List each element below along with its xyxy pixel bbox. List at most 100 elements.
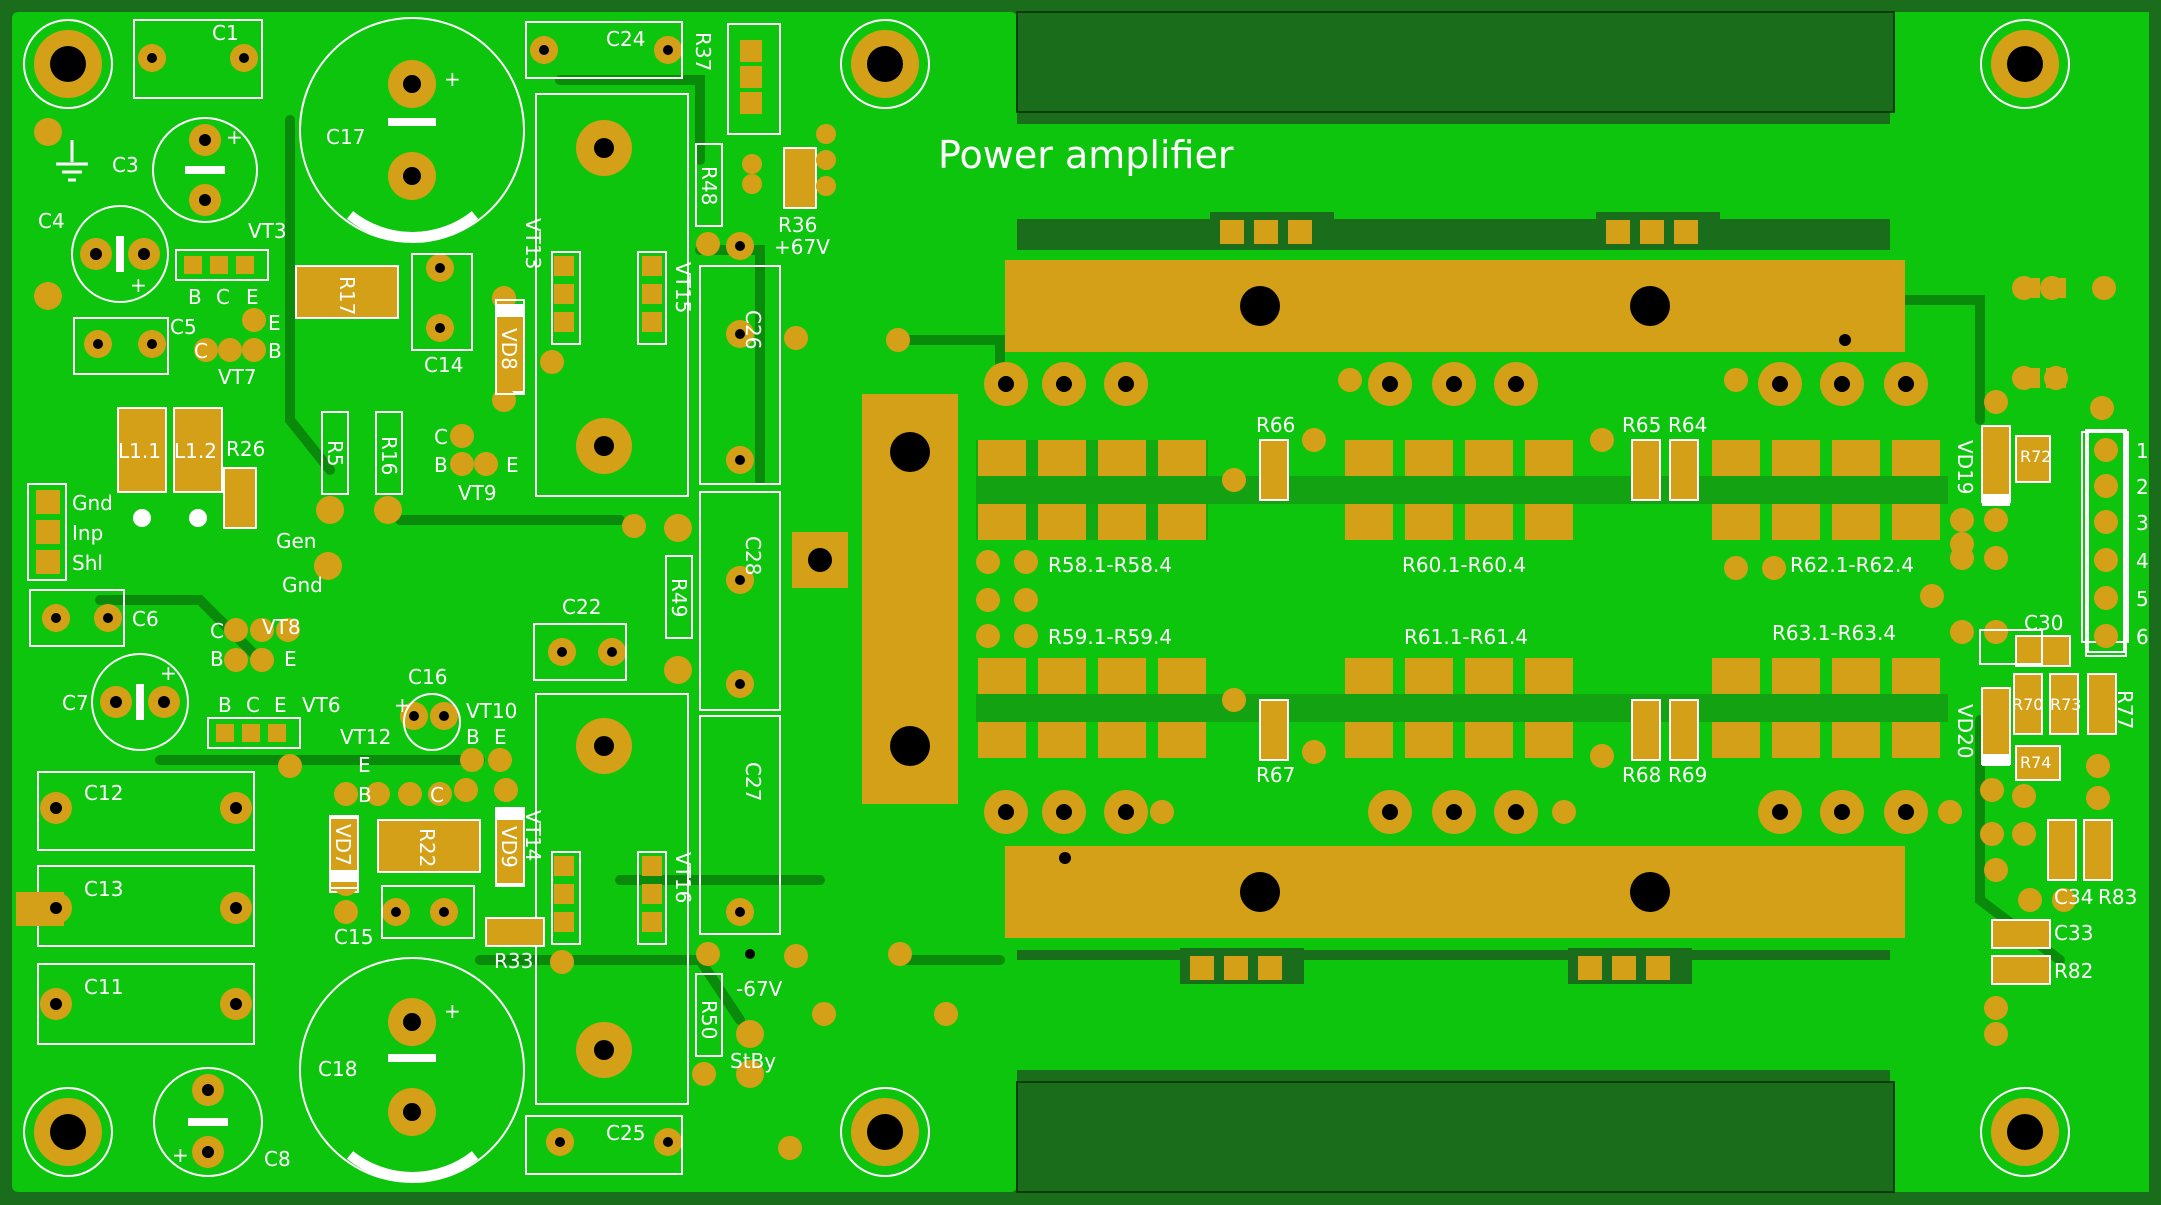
cap-outlines	[29, 19, 2043, 1175]
label-r82: R82	[2054, 959, 2093, 983]
label-c-vt9: C	[434, 425, 448, 449]
label-gnd-gen: Gnd	[282, 573, 323, 597]
label-plus-c18: +	[444, 999, 461, 1023]
label-pin6: 6	[2136, 625, 2149, 649]
copper-pour	[12, 12, 2149, 1192]
label-c18: C18	[318, 1057, 357, 1081]
label-r60: R60.1-R60.4	[1402, 553, 1526, 577]
label-r69: R69	[1668, 763, 1707, 787]
label-vd9: VD9	[497, 826, 521, 868]
board-title: Power amplifier	[938, 133, 1234, 177]
resistor-array-gaps	[976, 476, 1948, 722]
label-vt3: VT3	[248, 219, 287, 243]
label-shl: Shl	[72, 551, 103, 575]
label-c4: C4	[38, 209, 65, 233]
label-e-vt7: E	[268, 311, 281, 335]
small-pads	[34, 36, 2116, 1160]
label-c13: C13	[84, 877, 123, 901]
label-b-vt12: B	[358, 783, 372, 807]
label-r58: R58.1-R58.4	[1048, 553, 1172, 577]
label-r72: R72	[2020, 447, 2051, 466]
label-r66: R66	[1256, 413, 1295, 437]
capacitor-c4	[71, 205, 169, 303]
label-r48: R48	[697, 166, 721, 205]
label-r62: R62.1-R62.4	[1790, 553, 1914, 577]
label-vt14: VT14	[521, 810, 545, 861]
label-vt6: VT6	[302, 693, 341, 717]
label-r74: R74	[2020, 753, 2051, 772]
label-pin4: 4	[2136, 549, 2149, 573]
label-c-vt3: C	[216, 285, 230, 309]
label-c24: C24	[606, 27, 645, 51]
label-c28: C28	[741, 536, 765, 575]
label-l11: L1.1	[118, 439, 161, 463]
capacitor-c17	[299, 17, 525, 243]
right-connector-outline	[2085, 429, 2127, 657]
label-plus67: +67V	[774, 235, 830, 259]
label-inp: Inp	[72, 521, 103, 545]
label-r63: R63.1-R63.4	[1772, 621, 1896, 645]
label-b-vt9: B	[434, 453, 448, 477]
label-r64: R64	[1668, 413, 1707, 437]
label-b-vt7: B	[268, 339, 282, 363]
label-c8: C8	[264, 1147, 291, 1171]
mount-hole-tr	[1980, 19, 2070, 109]
connector-headers	[27, 23, 2125, 984]
label-c17: C17	[326, 125, 365, 149]
capacitor-c3	[152, 117, 258, 223]
label-vt13: VT13	[521, 218, 545, 269]
label-r59: R59.1-R59.4	[1048, 625, 1172, 649]
transistor-blocks	[535, 93, 689, 1105]
heatsink-bottom	[1005, 846, 1905, 938]
label-stby: StBy	[730, 1049, 776, 1073]
label-c27: C27	[741, 762, 765, 801]
label-c14: C14	[424, 353, 463, 377]
capacitor-c7	[91, 653, 189, 751]
label-plus-c16: +	[394, 693, 411, 717]
label-r50: R50	[697, 1000, 721, 1039]
label-c22: C22	[562, 595, 601, 619]
traces	[95, 75, 2065, 1025]
label-c26: C26	[741, 310, 765, 349]
label-gen: Gen	[276, 529, 316, 553]
label-r36: R36	[778, 213, 817, 237]
label-r5: R5	[323, 440, 347, 467]
label-r73: R73	[2050, 695, 2081, 714]
fiducials	[133, 509, 207, 527]
label-c7: C7	[62, 691, 89, 715]
output-pad	[792, 532, 848, 588]
label-c33: C33	[2054, 921, 2093, 945]
label-plus-c17: +	[444, 67, 461, 91]
label-c12: C12	[84, 781, 123, 805]
board-cutouts	[1017, 12, 1894, 1192]
label-r37: R37	[691, 32, 715, 71]
label-b-vt6: B	[218, 693, 232, 717]
label-vd20: VD20	[1953, 704, 1977, 759]
label-e-vt12: E	[358, 753, 371, 777]
label-c15: C15	[334, 925, 373, 949]
label-c30: C30	[2024, 611, 2063, 635]
label-vd19: VD19	[1953, 440, 1977, 495]
mount-hole-tm	[840, 19, 930, 109]
label-pin1: 1	[2136, 439, 2149, 463]
label-pin2: 2	[2136, 475, 2149, 499]
label-plus-c8: +	[172, 1143, 189, 1167]
silkscreen-text: Power amplifier C1 C3 C4 C5 C6 C7 C8 C11…	[38, 21, 2149, 1171]
label-vt16: VT16	[671, 852, 695, 903]
mount-hole-tl	[23, 19, 113, 109]
label-r67: R67	[1256, 763, 1295, 787]
label-b-vt8: B	[210, 647, 224, 671]
label-c-vt12: C	[430, 783, 444, 807]
mount-hole-br	[1980, 1087, 2070, 1177]
heatsink-holes	[890, 286, 1851, 912]
label-c3: C3	[112, 153, 139, 177]
label-r65: R65	[1622, 413, 1661, 437]
label-r49: R49	[667, 578, 691, 617]
label-r83: R83	[2098, 885, 2137, 909]
capacitor-c16	[403, 693, 461, 751]
label-r22: R22	[415, 828, 439, 867]
capacitor-c8	[153, 1067, 263, 1177]
diodes	[329, 299, 2010, 889]
label-r70: R70	[2012, 695, 2043, 714]
